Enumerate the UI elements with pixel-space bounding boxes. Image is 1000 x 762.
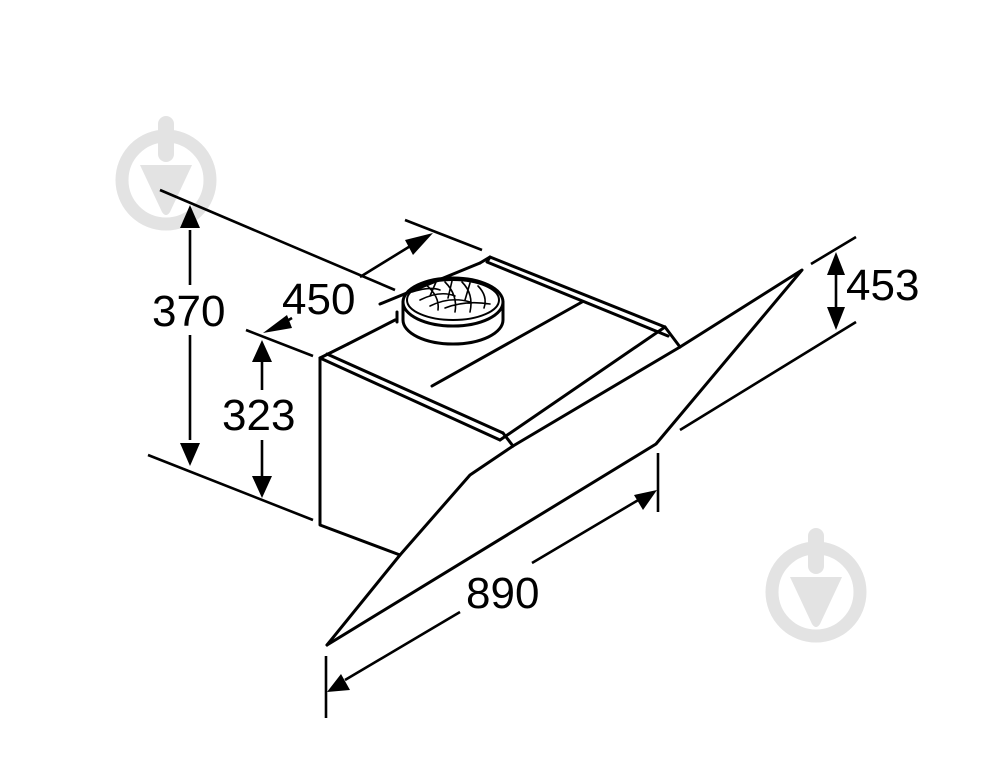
dimension-label-890: 890	[466, 569, 539, 618]
trowel-circle-icon	[115, 116, 217, 231]
dimension-label-453: 453	[846, 261, 919, 310]
dimension-label-323: 323	[222, 391, 295, 440]
dimension-323: 323	[222, 328, 314, 498]
dimension-370: 370	[147, 188, 396, 522]
trowel-circle-icon	[765, 528, 867, 643]
duct-collar	[395, 276, 505, 346]
dimension-label-450: 450	[282, 275, 355, 324]
dimension-890: 890	[324, 453, 660, 718]
dimension-453: 453	[679, 235, 919, 432]
dimension-label-370: 370	[152, 287, 225, 336]
dimension-450: 450	[263, 218, 483, 333]
glass-canopy	[325, 268, 804, 647]
hood-body	[318, 255, 682, 557]
